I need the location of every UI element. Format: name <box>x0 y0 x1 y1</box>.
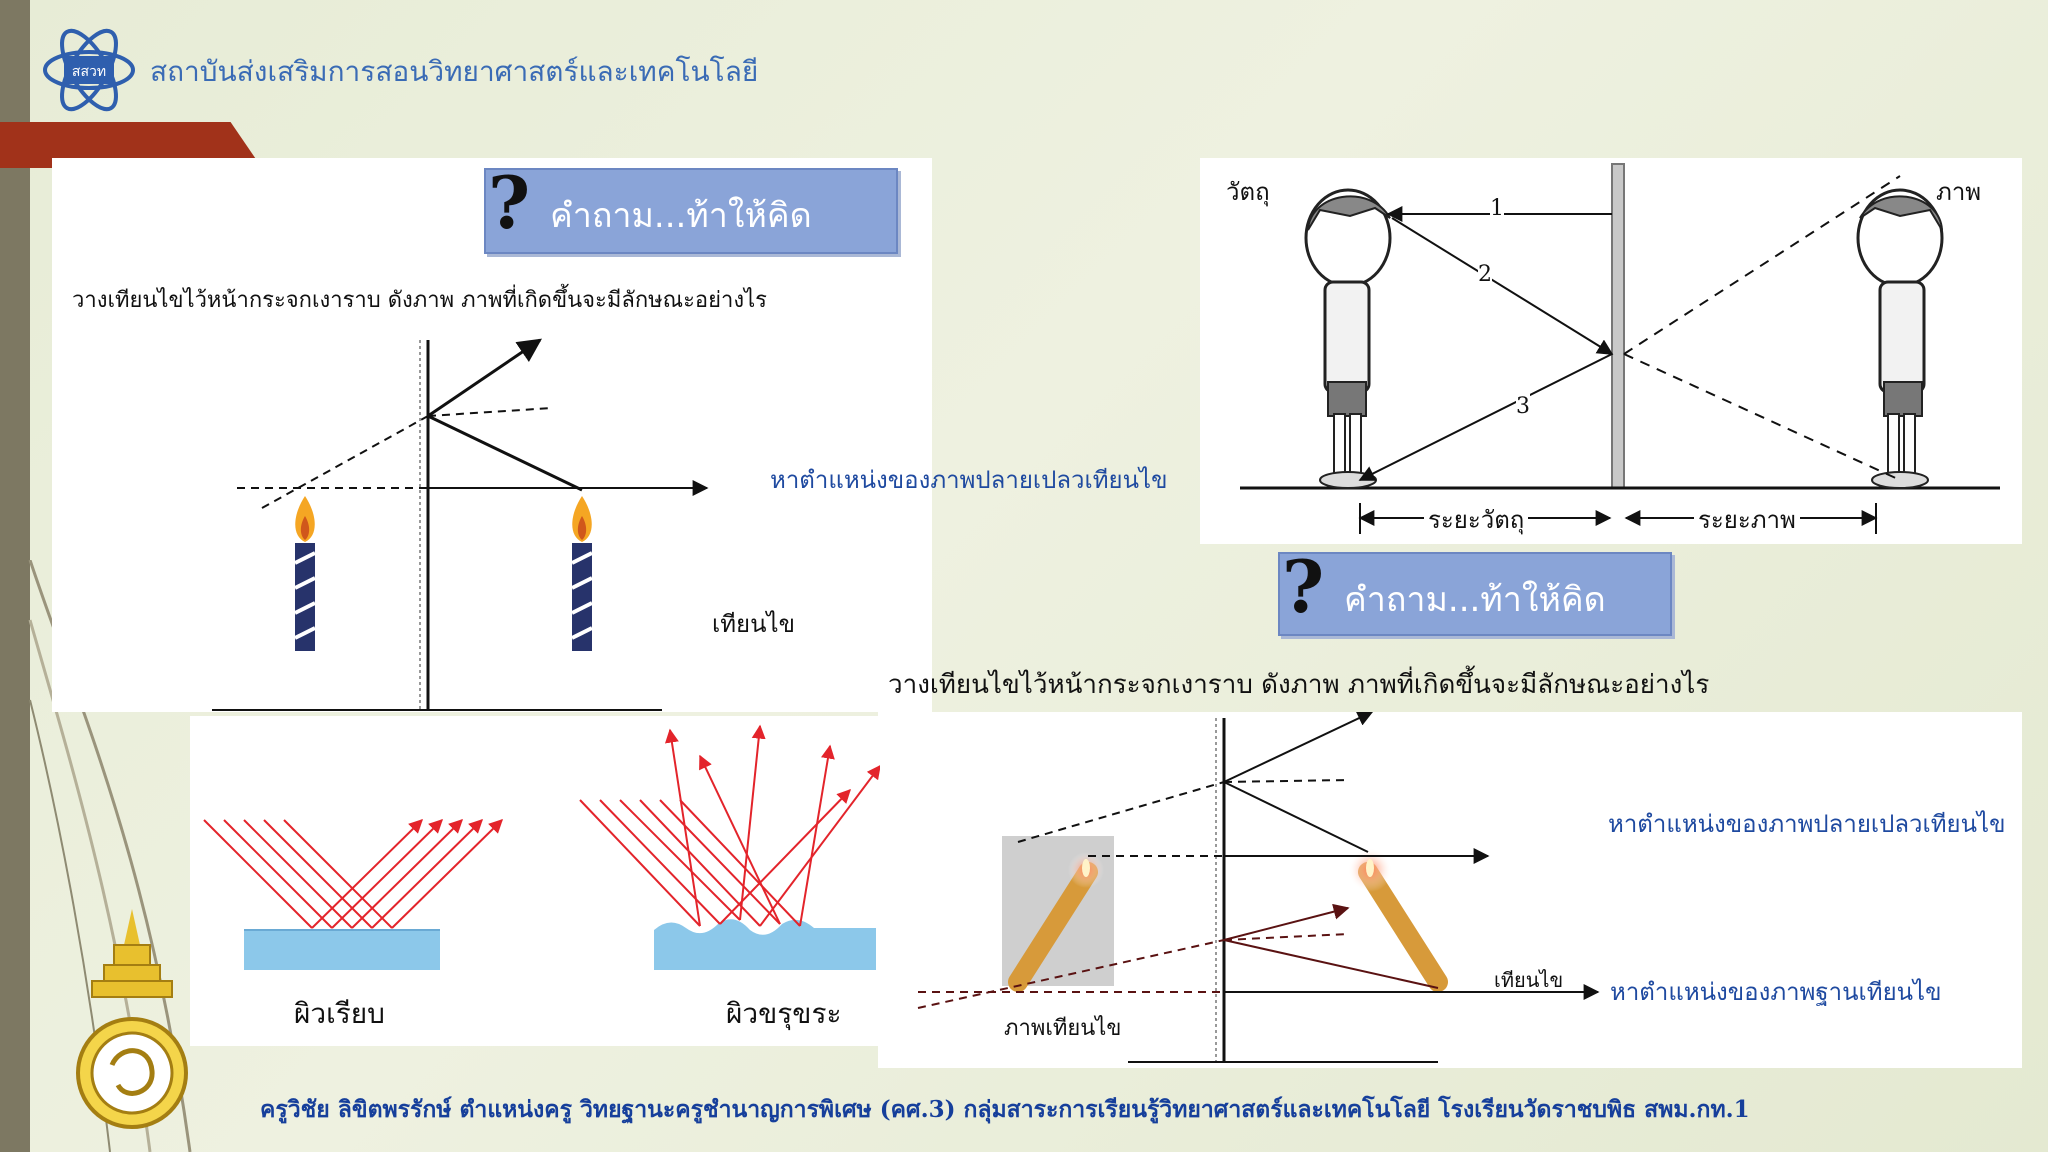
smooth-surface-label: ผิวเรียบ <box>294 997 385 1030</box>
ipst-logo-icon: สสวท <box>43 28 135 112</box>
school-emblem-icon <box>76 909 188 1129</box>
boy-object-icon <box>1304 188 1392 489</box>
right-question-text: วางเทียนไขไว้หน้ากระจกเงาราบ ดังภาพ ภาพท… <box>888 670 1710 700</box>
ray-number-1: 1 <box>1490 196 1504 221</box>
virtual-ray-bottom <box>1623 353 1901 481</box>
right-candle-panel: หาตำแหน่งของภาพปลายเปลวเทียนไข หาตำแหน่ง… <box>878 712 2022 1068</box>
ray-3 <box>1358 353 1613 481</box>
question-banner-label: คำถาม...ท้าให้คิด <box>550 196 812 236</box>
virtual-ray-top <box>1017 781 1225 843</box>
rough-rays <box>579 724 880 927</box>
reflected-ray-bottom <box>1223 903 1350 941</box>
left-candle-label: เทียนไข <box>712 610 795 638</box>
smooth-rays <box>203 819 503 929</box>
image-label: ภาพ <box>1936 178 1982 206</box>
mirror-image-diagram-panel: วัตถุ ภาพ 1 2 3 ระยะวัตถุ ระยะภาพ <box>1200 158 2022 544</box>
smooth-surface <box>244 930 440 970</box>
left-decor-bar <box>0 0 30 1152</box>
object-label: วัตถุ <box>1226 178 1270 206</box>
rough-surface <box>654 919 876 970</box>
candle-icon <box>1348 848 1448 992</box>
question-mark-icon: ? <box>488 160 531 245</box>
ray-number-3: 3 <box>1516 394 1530 419</box>
normal-dashed <box>427 407 553 417</box>
image-candle-icon <box>294 496 316 651</box>
question-mark-icon: ? <box>1282 544 1325 629</box>
incident-ray <box>427 414 583 492</box>
footer-credit: ครูวิชัย ลิขิตพรรักษ์ ตำแหน่งครู วิทยฐาน… <box>260 1096 1750 1123</box>
reflection-surface-panel: ผิวเรียบ ผิวขรุขระ <box>190 716 880 1046</box>
normal-bottom <box>1223 933 1349 941</box>
boy-mirror-diagram <box>1240 163 2000 534</box>
right-candle-label: เทียนไข <box>1494 968 1564 992</box>
left-instruction: หาตำแหน่งของภาพปลายเปลวเทียนไข <box>770 466 1168 494</box>
tilted-candle-diagram <box>917 712 1600 1063</box>
image-candle-label: ภาพเทียนไข <box>1004 1016 1122 1041</box>
left-question-text: วางเทียนไขไว้หน้ากระจกเงาราบ ดังภาพ ภาพท… <box>72 288 767 313</box>
left-candle-diagram <box>212 338 709 711</box>
candle-icon <box>571 496 593 651</box>
question-banner-2: ? คำถาม...ท้าให้คิด <box>1278 544 1672 636</box>
ray-number-2: 2 <box>1478 262 1492 287</box>
incident-ray-top <box>1223 781 1369 853</box>
normal-top <box>1223 779 1349 783</box>
ray-2 <box>1391 217 1614 355</box>
virtual-ray-top <box>1623 175 1901 355</box>
image-distance-label: ระยะภาพ <box>1694 500 1800 539</box>
image-candle-icon <box>1008 852 1104 992</box>
question-banner: ? คำถาม...ท้าให้คิด <box>484 160 898 254</box>
left-question-panel: ? คำถาม...ท้าให้คิด วางเทียนไขไว้หน้ากระ… <box>52 158 1168 712</box>
boy-image-icon <box>1856 188 1944 489</box>
mirror <box>1611 163 1625 489</box>
virtual-ray-dashed <box>261 415 429 509</box>
virtual-ray-bottom <box>917 939 1225 1009</box>
rough-surface-label: ผิวขรุขระ <box>726 997 842 1030</box>
base-instruction: หาตำแหน่งของภาพฐานเทียนไข <box>1610 978 1942 1006</box>
incident-ray-bottom <box>1223 939 1439 989</box>
question-banner-label: คำถาม...ท้าให้คิด <box>1344 580 1606 620</box>
reflected-ray-top <box>1223 712 1374 783</box>
reflection-diagram <box>203 724 880 970</box>
header-title: สถาบันส่งเสริมการสอนวิทยาศาสตร์และเทคโนโ… <box>150 55 759 88</box>
tip-instruction: หาตำแหน่งของภาพปลายเปลวเทียนไข <box>1608 810 2006 838</box>
logo-text: สสวท <box>72 64 106 80</box>
reflected-ray <box>427 338 542 418</box>
object-distance-label: ระยะวัตถุ <box>1424 500 1529 539</box>
